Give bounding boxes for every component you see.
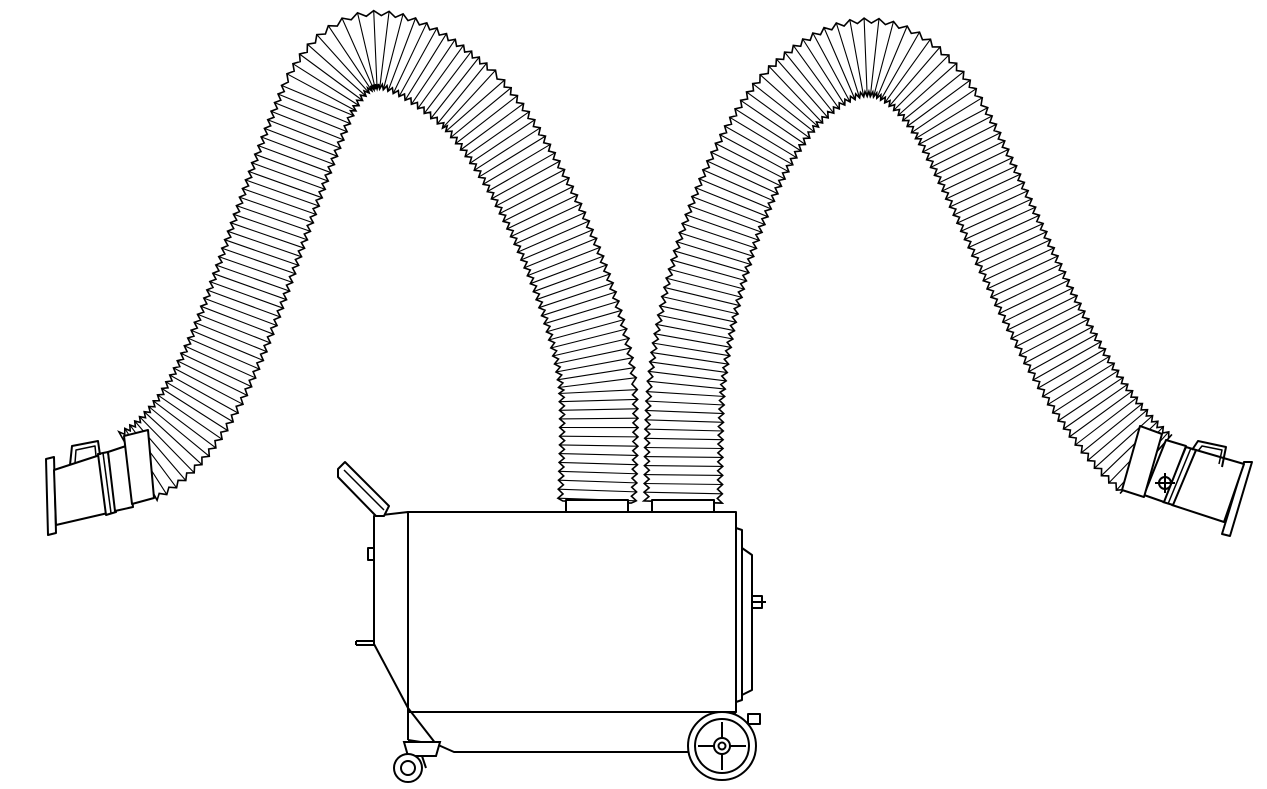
- left-extraction-arm: [117, 9, 640, 504]
- front-wheel: [687, 711, 757, 781]
- rear-caster: [393, 741, 442, 783]
- push-handle: [337, 461, 390, 517]
- right-hose-collar: [651, 499, 715, 513]
- right-extraction-arm: [641, 17, 1173, 504]
- front-panel: [407, 511, 737, 713]
- service-door: [735, 527, 743, 703]
- side-knob: [367, 547, 375, 561]
- side-panel: [373, 511, 409, 709]
- unit-housing: [355, 499, 766, 753]
- base-skirt: [407, 707, 737, 753]
- left-capture-hood: [45, 429, 155, 536]
- left-hose-collar: [565, 499, 629, 513]
- hoses-group: [117, 9, 1173, 504]
- right-capture-hood: [1121, 425, 1253, 537]
